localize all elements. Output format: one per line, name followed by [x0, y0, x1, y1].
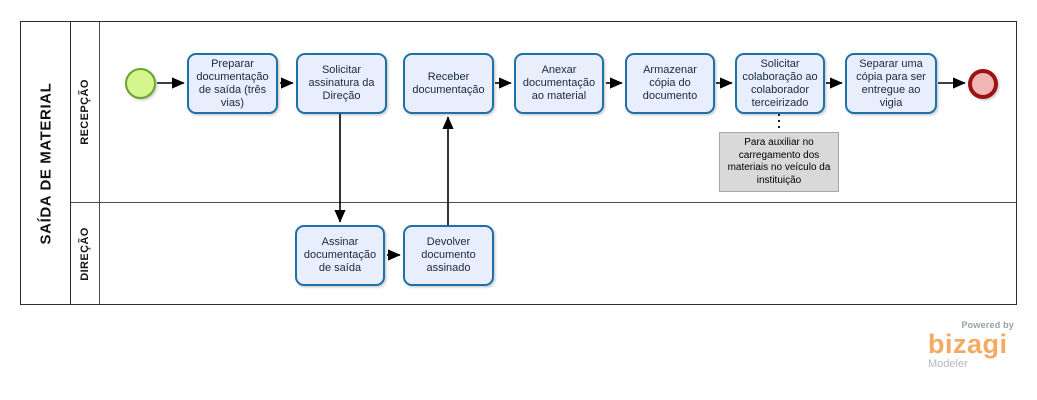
- task-solicitar-colaboracao-terceirizado[interactable]: Solicitar colaboração ao colaborador ter…: [735, 53, 825, 114]
- task-label: Anexar documentação ao material: [522, 64, 596, 102]
- lane-recepcao: RECEPÇÃO: [71, 22, 1016, 203]
- task-label: Receber documentação: [412, 70, 485, 96]
- text-annotation[interactable]: Para auxiliar no carregamento dos materi…: [719, 132, 839, 192]
- powered-by-label: Powered by: [961, 320, 1014, 330]
- task-preparar-documentacao-saida[interactable]: Preparar documentação de saída (três via…: [187, 53, 278, 114]
- bizagi-logo: bizagi: [928, 329, 1008, 359]
- task-solicitar-assinatura-direcao[interactable]: Solicitar assinatura da Direção: [296, 53, 387, 114]
- task-label: Devolver documento assinado: [421, 236, 476, 274]
- task-separar-copia-vigia[interactable]: Separar uma cópia para ser entregue ao v…: [845, 53, 937, 114]
- task-label: Assinar documentação de saída: [303, 236, 377, 274]
- task-devolver-documento-assinado[interactable]: Devolver documento assinado: [403, 225, 494, 286]
- bizagi-branding: Powered by bizagi Modeler: [928, 320, 1014, 370]
- task-label: Solicitar assinatura da Direção: [308, 64, 375, 102]
- task-label: Solicitar colaboração ao colaborador ter…: [742, 57, 818, 109]
- pool-title-cell: SAÍDA DE MATERIAL: [21, 22, 71, 304]
- task-assinar-documentacao-saida[interactable]: Assinar documentação de saída: [295, 225, 385, 286]
- end-event[interactable]: [968, 69, 998, 99]
- task-receber-documentacao[interactable]: Receber documentação: [403, 53, 494, 114]
- task-armazenar-copia-documento[interactable]: Armazenar cópia do documento: [625, 53, 715, 114]
- task-label: Separar uma cópia para ser entregue ao v…: [856, 57, 926, 109]
- task-label: Armazenar cópia do documento: [642, 64, 698, 102]
- task-label: Preparar documentação de saída (três via…: [196, 57, 269, 109]
- lane-direcao-label-cell: DIREÇÃO: [71, 203, 100, 304]
- lanes: RECEPÇÃO DIREÇÃO: [71, 22, 1016, 304]
- lane-recepcao-label-cell: RECEPÇÃO: [71, 22, 100, 202]
- start-event[interactable]: [125, 68, 156, 99]
- task-anexar-documentacao-material[interactable]: Anexar documentação ao material: [514, 53, 604, 114]
- lane-direcao: DIREÇÃO: [71, 203, 1016, 304]
- annotation-text: Para auxiliar no carregamento dos materi…: [727, 137, 831, 186]
- modeler-label: Modeler: [928, 358, 968, 370]
